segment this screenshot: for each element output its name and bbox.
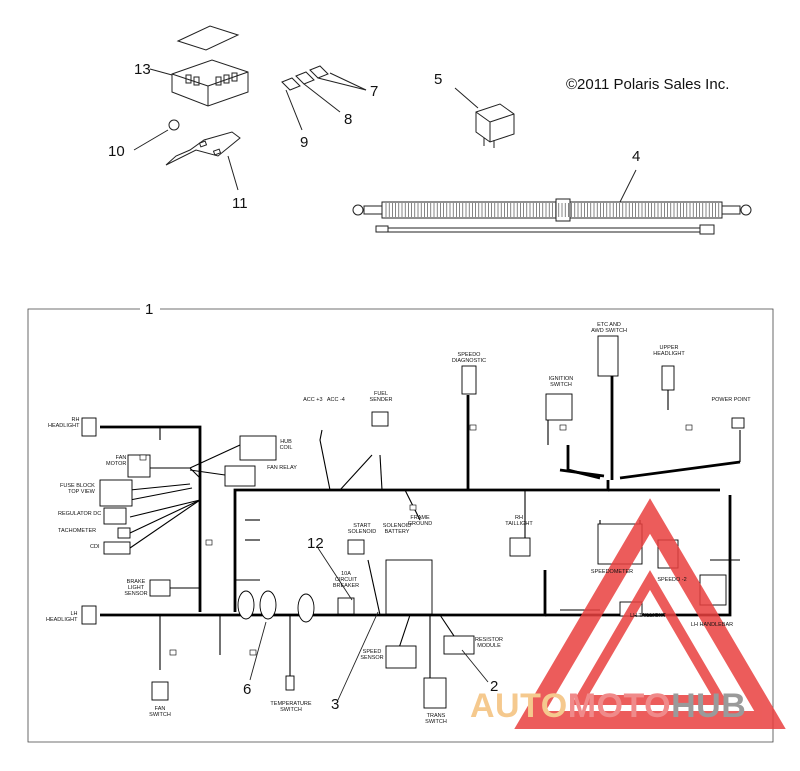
- copyright-text: ©2011 Polaris Sales Inc.: [566, 76, 730, 93]
- parts-7-8-9-fuses: [281, 65, 367, 131]
- label-power-point: POWER POINT: [711, 397, 751, 403]
- label-speedometer: SPEEDOMETER: [590, 569, 634, 575]
- callout-10: 10: [108, 143, 125, 160]
- parts-10-11-bracket: [133, 119, 241, 191]
- label-regulator: REGULATOR DC: [58, 511, 102, 517]
- callout-3: 3: [331, 696, 340, 713]
- part-4-cables: [352, 169, 752, 235]
- part-5-relay: [454, 87, 515, 148]
- watermark-auto: AUTO: [470, 687, 568, 725]
- label-fan-relay: FAN RELAY: [267, 465, 297, 471]
- label-fan-motor: FAN MOTOR: [106, 455, 127, 467]
- label-upper-headlight: UPPER HEADLIGHT: [653, 345, 685, 357]
- label-fan-switch: FAN SWITCH: [149, 706, 171, 718]
- label-circuit-breaker: 10A CIRCUIT BREAKER: [332, 571, 360, 589]
- watermark-triangle: [514, 498, 786, 729]
- part-13-fuse-block: [149, 25, 249, 107]
- leader-lines: [249, 547, 489, 701]
- callout-1: 1: [145, 301, 154, 318]
- label-ignition-switch: IGNITION SWITCH: [548, 376, 574, 388]
- wire-tags: [139, 424, 693, 656]
- label-resistor-module: RESISTOR MODULE: [474, 637, 504, 649]
- label-fuel-sender: FUEL SENDER: [369, 391, 393, 403]
- label-acc: ACC +3 ACC -4: [303, 397, 345, 403]
- callout-2: 2: [490, 678, 499, 695]
- label-lh-taillight: LH TAILLIGHT: [630, 613, 666, 619]
- watermark-text: AUTOMOTOHUB: [470, 689, 746, 723]
- label-rh-headlight: RH HEADLIGHT: [48, 417, 80, 429]
- label-fuse-block: FUSE BLOCK TOP VIEW: [60, 483, 95, 495]
- label-speed-sensor: SPEED SENSOR: [360, 649, 384, 661]
- callout-12: 12: [307, 535, 324, 552]
- callout-9: 9: [300, 134, 309, 151]
- label-brake-light: BRAKE LIGHT SENSOR: [124, 579, 148, 597]
- label-temperature-switch: TEMPERATURE SWITCH: [270, 701, 312, 713]
- callout-6: 6: [243, 681, 252, 698]
- callout-7: 7: [370, 83, 379, 100]
- label-speedo-2: SPEEDO -2: [657, 577, 687, 583]
- label-lh-headlight: LH HEADLIGHT: [46, 611, 78, 623]
- watermark-moto: MOTO: [567, 687, 672, 725]
- part-1-frame: [27, 308, 774, 743]
- callout-4: 4: [632, 148, 641, 165]
- label-hub-coil: HUB COIL: [279, 439, 293, 451]
- label-tachometer: TACHOMETER: [58, 528, 97, 534]
- callout-5: 5: [434, 71, 443, 88]
- callout-13: 13: [134, 61, 151, 78]
- label-cdi: CDI: [90, 544, 100, 550]
- label-lh-handlebar: LH HANDLEBAR: [690, 622, 734, 628]
- callout-8: 8: [344, 111, 353, 128]
- watermark-hub: HUB: [671, 687, 747, 725]
- label-solenoid-battery: SOLENOID BATTERY: [382, 523, 412, 535]
- harness-main-trunks: [100, 375, 741, 617]
- label-trans-switch: TRANS SWITCH: [425, 713, 447, 725]
- label-rh-taillight: RH TAILLIGHT: [505, 515, 533, 527]
- label-etc-awd-switch: ETC AND AWD SWITCH: [591, 322, 627, 334]
- label-speedo-diagnostic: SPEEDO DIAGNOSTIC: [451, 352, 487, 364]
- label-frame-ground: FRAME GROUND: [407, 515, 433, 527]
- label-start-solenoid: START SOLENOID: [347, 523, 377, 535]
- callout-11: 11: [232, 195, 248, 212]
